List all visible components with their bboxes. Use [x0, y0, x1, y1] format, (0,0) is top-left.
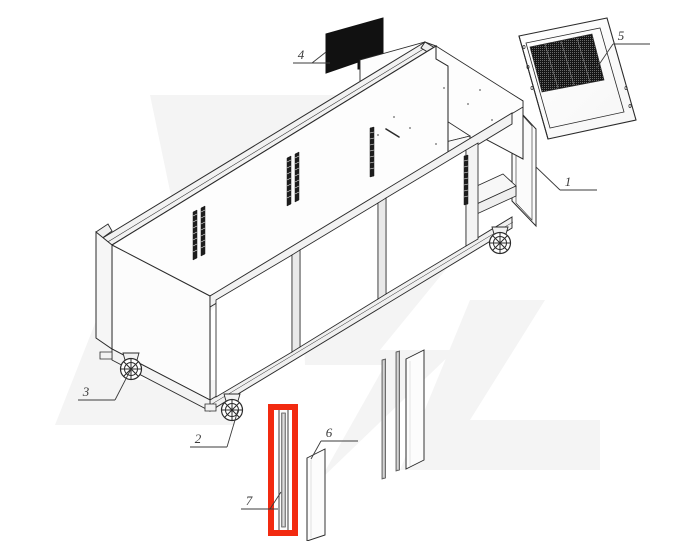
- callout-label-2[interactable]: 2: [195, 431, 202, 446]
- leader-5: [595, 43, 614, 70]
- callout-label-6[interactable]: 6: [326, 425, 333, 440]
- part-ventilation-grille-panel[interactable]: [518, 17, 637, 140]
- leader-3: [114, 368, 132, 401]
- leader-1: [535, 129, 561, 191]
- leader-7: [269, 491, 282, 510]
- callout-underlines: [78, 43, 650, 510]
- callout-label-1[interactable]: 1: [565, 174, 572, 189]
- leader-6: [310, 440, 322, 460]
- interior-fasteners: [377, 87, 493, 145]
- part-side-filler-panel[interactable]: [405, 349, 425, 470]
- part-highlighted-vertical-trim-rod[interactable]: [278, 408, 289, 532]
- part-main-cabinet-body[interactable]: [95, 41, 537, 422]
- part-vertical-trim-rods[interactable]: [381, 350, 400, 480]
- selected-part-highlight[interactable]: [268, 404, 298, 536]
- callout-label-3[interactable]: 3: [82, 384, 90, 399]
- callout-label-4[interactable]: 4: [298, 47, 305, 62]
- interior-slotted-shelf-rails: [192, 126, 469, 261]
- leader-4: [311, 51, 327, 64]
- callout-label-7[interactable]: 7: [246, 493, 253, 508]
- part-door-filler-panel[interactable]: [306, 448, 326, 541]
- caster-wheels[interactable]: [119, 226, 512, 422]
- callout-leaders: [114, 43, 614, 510]
- leader-2: [226, 409, 239, 448]
- callout-label-5[interactable]: 5: [618, 28, 625, 43]
